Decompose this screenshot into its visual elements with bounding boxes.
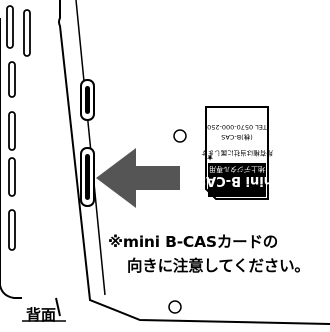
screw-hole-icon (168, 300, 182, 314)
screw-hole-icon (173, 129, 187, 143)
card-tel: TEL 0570-000-250 (207, 123, 268, 131)
port-5 (8, 157, 16, 197)
port-6 (8, 209, 16, 251)
left-arrow-icon (96, 148, 180, 208)
port-group (6, 5, 31, 251)
mini-bcas-card: mini B-CAS 地上デジタル専用 ★ 所有権は当社に属します (株)B-C… (197, 106, 278, 200)
caution-note-line-1: ※mini B-CASカードの (108, 233, 279, 251)
back-side-label: 背面 (26, 306, 57, 324)
caution-note-line-2: 向きに注意してください。 (127, 257, 310, 275)
card-company: (株)B-CAS (221, 133, 253, 142)
card-logo-band (208, 163, 266, 197)
port-1 (6, 5, 14, 49)
card-star: ★ (206, 153, 213, 162)
device-body-outline (58, 0, 330, 325)
card-logo-text: mini B-CAS (197, 173, 278, 188)
port-3 (8, 61, 16, 98)
device-back-edge (0, 18, 22, 299)
card-owner-notice: 所有権は当社に属します (201, 149, 273, 158)
port-2 (23, 9, 31, 57)
card-subtitle: 地上デジタル専用 (209, 165, 265, 174)
port-4 (8, 111, 16, 151)
device-bottom-edge (55, 297, 61, 317)
slot-icon (80, 79, 95, 207)
